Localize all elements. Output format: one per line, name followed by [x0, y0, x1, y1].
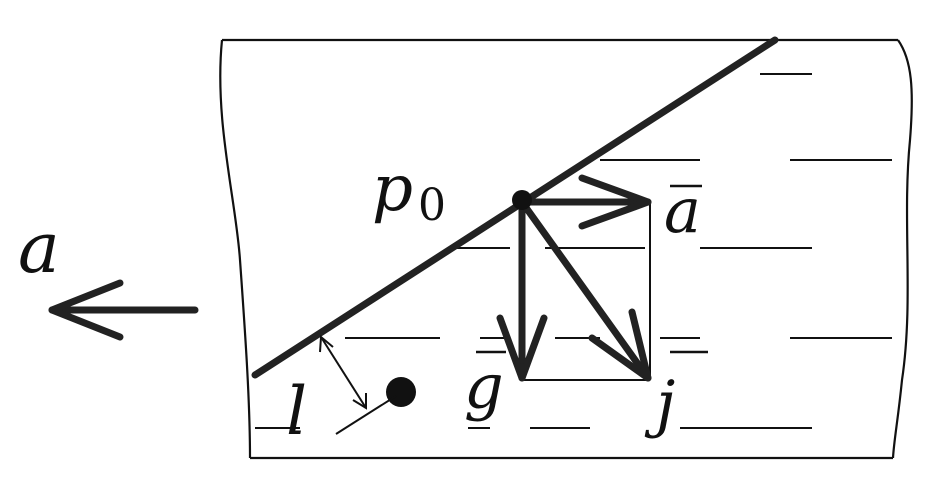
arrow-head [496, 314, 548, 382]
point-p0-dot [512, 190, 532, 210]
arrow-shaft [518, 198, 652, 382]
free-surface-line [251, 36, 779, 379]
vector-overbars [476, 184, 708, 354]
vector-a-label: a [664, 174, 701, 247]
point-p0-subscript: 0 [418, 180, 446, 231]
vector-construction-lines [522, 202, 651, 381]
vector-g-label: g [464, 350, 504, 423]
external-acceleration-arrow [48, 279, 199, 341]
distance-arrow-head-top [319, 334, 334, 353]
vessel-right-wall [891, 39, 913, 459]
distance-l-label: l [286, 373, 307, 450]
vector-g-arrow [496, 198, 548, 382]
arrow-head [578, 174, 652, 230]
distance-line [320, 336, 367, 409]
external-acceleration-label: a [18, 207, 60, 289]
arrow-head [588, 308, 652, 382]
distance-l-marker [319, 334, 397, 435]
submerged-point-dot [386, 377, 416, 407]
arrow-head [48, 279, 124, 341]
vector-j-arrow [518, 198, 652, 382]
vessel-left-wall [219, 39, 252, 459]
vessel-outline [219, 38, 913, 460]
liquid-hatch-lines [255, 73, 892, 429]
point-p0-label: p [372, 152, 413, 226]
distance-arrow-head-bottom [352, 393, 367, 410]
distance-extension-line [335, 395, 397, 435]
vector-a-arrow [518, 174, 652, 230]
